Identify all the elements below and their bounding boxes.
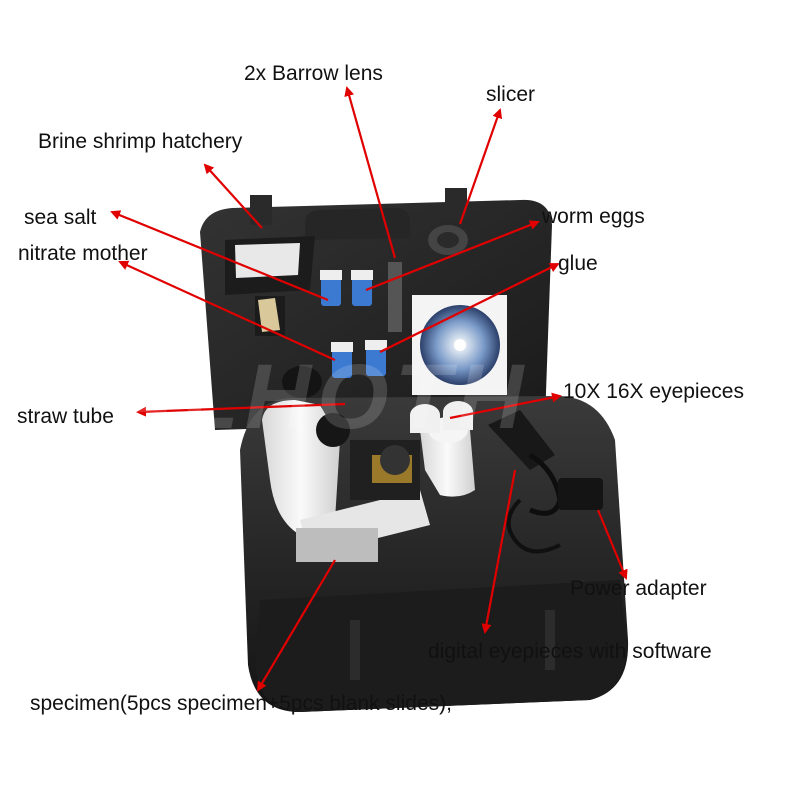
power-adapter-item [558, 478, 603, 510]
arrow-worm-eggs [365, 220, 540, 292]
vial-sea-salt [320, 270, 342, 306]
vial-nitrate-mother [331, 342, 353, 378]
arrow-slicer [458, 108, 503, 225]
vial-worm-eggs [351, 270, 373, 306]
vial-glue [365, 340, 387, 376]
label-specimen: specimen(5pcs specimen+5pcs blank slides… [30, 692, 452, 715]
label-glue: glue [558, 252, 598, 275]
label-straw-tube: straw tube [17, 405, 114, 428]
arrow-glue [379, 263, 560, 353]
arrow-eyepieces [449, 392, 562, 420]
label-nitrate-mother: nitrate mother [18, 242, 148, 265]
arrow-straw-tube [136, 402, 346, 417]
label-slicer: slicer [486, 83, 536, 106]
arrow-power-adapter [596, 509, 628, 580]
label-brine-shrimp-hatchery: Brine shrimp hatchery [38, 130, 243, 153]
microscope [262, 400, 475, 562]
arrow-brine-shrimp [203, 163, 263, 229]
arrow-sea-salt [110, 210, 329, 302]
arrow-nitrate-mother [118, 260, 336, 362]
label-sea-salt: sea salt [24, 206, 97, 229]
label-eyepieces: 10X 16X eyepieces [563, 380, 744, 403]
focus-knob [316, 413, 350, 447]
arrow-barrow-lens [344, 86, 397, 259]
label-barrow-lens: 2x Barrow lens [244, 62, 383, 85]
accessories [410, 401, 603, 554]
hatchery-box-label [235, 243, 300, 278]
digital-eyepiece [488, 410, 555, 470]
specimen-box [296, 528, 378, 562]
arrow-digital-eyepieces [481, 469, 517, 634]
pointer-arrows [110, 86, 628, 692]
arrow-specimen [256, 559, 336, 692]
label-power-adapter: Power adapter [570, 577, 707, 600]
hatchery-kit [258, 298, 280, 332]
barrow-lens [388, 262, 402, 332]
label-worm-eggs: worm eggs [542, 205, 645, 228]
label-digital-eyepieces: digital eyepieces with software [428, 640, 712, 663]
watermark: ALHOTH [110, 346, 530, 448]
